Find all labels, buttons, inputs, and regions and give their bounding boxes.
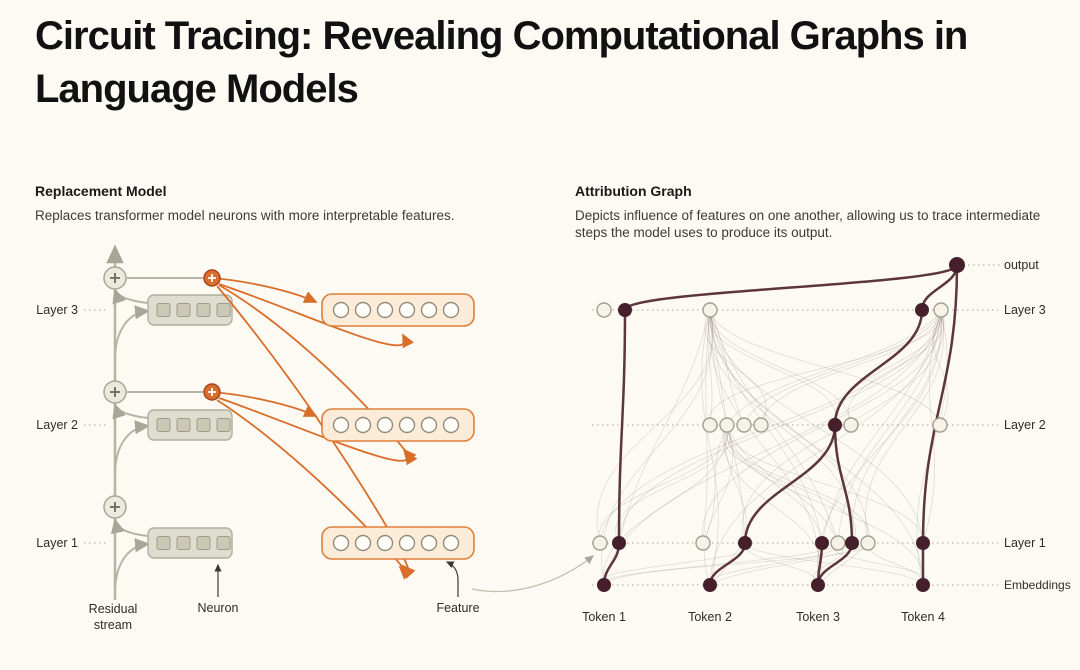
graph-node-inactive bbox=[753, 417, 769, 433]
graph-node-active bbox=[815, 536, 829, 550]
feature-edges bbox=[211, 277, 418, 580]
graph-node-active bbox=[618, 303, 632, 317]
neuron-label: Neuron bbox=[197, 601, 239, 615]
output-label: output bbox=[1004, 258, 1039, 272]
orange-plus-icon bbox=[203, 269, 221, 287]
plus-icon bbox=[103, 380, 127, 404]
graph-node-active bbox=[828, 418, 842, 432]
page-title: Circuit Tracing: Revealing Computational… bbox=[35, 14, 968, 112]
graph-node-active bbox=[916, 578, 930, 592]
graph-node-inactive bbox=[933, 302, 949, 318]
annotation-pointers bbox=[214, 555, 594, 597]
feature-pointer-line bbox=[445, 561, 459, 597]
graph-node-inactive bbox=[843, 417, 859, 433]
graph-node-active bbox=[949, 257, 965, 273]
embeddings-label: Embeddings bbox=[1004, 578, 1071, 592]
graph-node-inactive bbox=[592, 535, 608, 551]
attribution-graph-heading: Attribution Graph bbox=[575, 183, 692, 199]
layer3-label-right: Layer 3 bbox=[1004, 303, 1046, 317]
feature-boxes bbox=[321, 293, 475, 560]
feature-box-layer2 bbox=[321, 408, 475, 442]
layer1-label-right: Layer 1 bbox=[1004, 536, 1046, 550]
token-3-label: Token 3 bbox=[796, 610, 840, 624]
graph-node-inactive bbox=[860, 535, 876, 551]
graph-node-active bbox=[845, 536, 859, 550]
layer1-label-left: Layer 1 bbox=[36, 536, 78, 550]
graph-node-active bbox=[597, 578, 611, 592]
replacement-model-description: Replaces transformer model neurons with … bbox=[35, 207, 455, 223]
graph-node-inactive bbox=[736, 417, 752, 433]
graph-node-active bbox=[738, 536, 752, 550]
graph-node-active bbox=[612, 536, 626, 550]
graph-node-active bbox=[811, 578, 825, 592]
graph-node-inactive bbox=[702, 302, 718, 318]
graph-node-inactive bbox=[932, 417, 948, 433]
neuron-boxes bbox=[147, 294, 233, 559]
token-4-label: Token 4 bbox=[901, 610, 945, 624]
attribution-graph-figure bbox=[592, 257, 1000, 592]
layer-leader-dots bbox=[84, 309, 107, 544]
neuron-box-layer2 bbox=[147, 409, 233, 441]
attribution-graph-panel-header: Attribution Graph Depicts influence of f… bbox=[575, 183, 1053, 241]
residual-sum-nodes bbox=[103, 266, 127, 519]
neuron-box-layer3 bbox=[147, 294, 233, 326]
feature-sum-nodes bbox=[203, 269, 221, 401]
plus-icon bbox=[103, 266, 127, 290]
graph-node-inactive bbox=[695, 535, 711, 551]
attribution-graph-description: Depicts influence of features on one ano… bbox=[575, 207, 1041, 241]
graph-node-active bbox=[916, 536, 930, 550]
replacement-model-heading: Replacement Model bbox=[35, 183, 167, 199]
graph-node-active bbox=[915, 303, 929, 317]
row-guide-dots bbox=[592, 264, 1000, 586]
attribution-strong-edges bbox=[602, 263, 959, 587]
residual-stream-label: Residual stream bbox=[88, 602, 138, 632]
plus-icon bbox=[103, 495, 127, 519]
attribution-nodes bbox=[592, 257, 965, 592]
feature-label: Feature bbox=[436, 601, 480, 615]
graph-node-inactive bbox=[830, 535, 846, 551]
orange-plus-icon bbox=[203, 383, 221, 401]
feature-box-layer3 bbox=[321, 293, 475, 327]
graph-node-inactive bbox=[596, 302, 612, 318]
token-2-label: Token 2 bbox=[688, 610, 732, 624]
layer3-label-left: Layer 3 bbox=[36, 303, 78, 317]
replacement-model-figure bbox=[84, 244, 594, 600]
graph-node-active bbox=[703, 578, 717, 592]
replacement-model-panel-header: Replacement Model Replaces transformer m… bbox=[35, 183, 565, 224]
neuron-box-layer1 bbox=[147, 527, 233, 559]
residual-branches bbox=[111, 277, 203, 594]
feature-to-graph-link bbox=[471, 555, 594, 593]
feature-box-layer1 bbox=[321, 526, 475, 560]
token-1-label: Token 1 bbox=[582, 610, 626, 624]
graph-node-inactive bbox=[719, 417, 735, 433]
graph-node-inactive bbox=[702, 417, 718, 433]
layer2-label-right: Layer 2 bbox=[1004, 418, 1046, 432]
layer2-label-left: Layer 2 bbox=[36, 418, 78, 432]
